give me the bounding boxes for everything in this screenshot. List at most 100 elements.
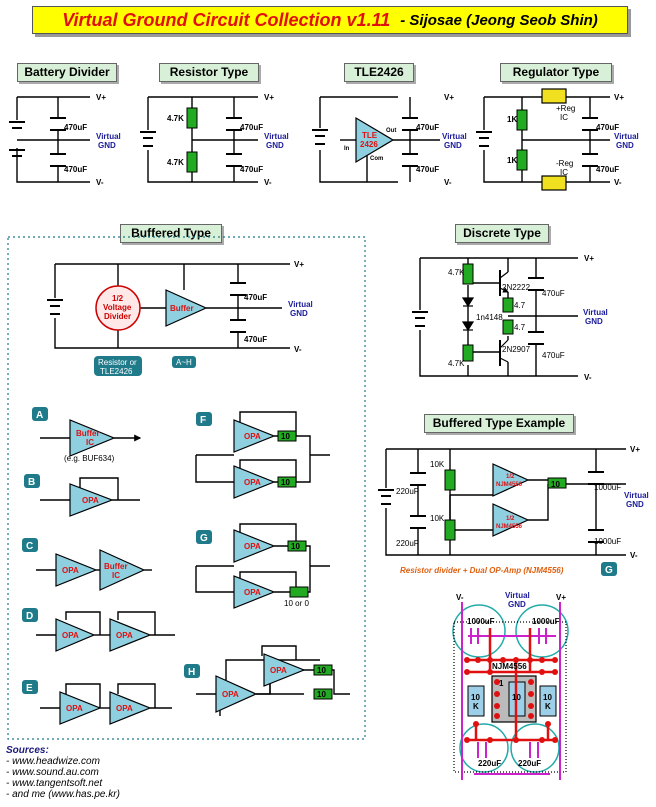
variant-badge — [24, 474, 40, 488]
source-item: - www.headwize.com — [6, 756, 100, 767]
vgnd-label: Virtual — [624, 491, 649, 500]
vminus-label: V- — [630, 551, 638, 560]
resistor-label: 10 — [317, 690, 326, 699]
resistor-label: 4.7K — [167, 114, 184, 123]
cap-label: 470uF — [240, 123, 263, 132]
variant-badge-label: F — [200, 415, 206, 426]
section-battery-divider: Battery Divider — [17, 63, 117, 82]
transistor-label: 2N2907 — [502, 345, 531, 354]
pcb-resistor-label: 10 — [512, 693, 521, 702]
reg-label: -Reg — [556, 159, 573, 168]
pcb-vplus-label: V+ — [556, 593, 566, 602]
vminus-label: V- — [96, 178, 104, 187]
variant-badge — [32, 407, 48, 421]
buffer-ic-label: Buffer — [76, 429, 100, 438]
variant-badge — [196, 530, 212, 544]
vgnd-label: GND — [444, 141, 462, 150]
example-badge — [601, 562, 617, 576]
vplus-label: V+ — [584, 254, 594, 263]
buffer-ic-example: (e.g. BUF634) — [64, 454, 115, 463]
opa-label: OPA — [62, 631, 79, 640]
section-buffered-type: Buffered Type — [120, 224, 222, 243]
vgnd-label: Virtual — [583, 308, 608, 317]
buffer-ic-label: IC — [112, 571, 120, 580]
vgnd-label: Virtual — [614, 132, 639, 141]
title-author: - Sijosae (Jeong Seob Shin) — [400, 11, 598, 29]
variant-badge — [184, 664, 200, 678]
resistor-label: 4.7 — [514, 301, 526, 310]
tle-label: 2426 — [360, 140, 378, 149]
resistor-label: 10 — [281, 478, 290, 487]
variant-badge — [22, 680, 38, 694]
resistor-label: 10K — [430, 460, 445, 469]
resistor-label: 10K — [430, 514, 445, 523]
variant-badge — [22, 608, 38, 622]
resistor-label: 4.7K — [167, 158, 184, 167]
resistor-label: 10 — [291, 542, 300, 551]
cap-label: 470uF — [416, 123, 439, 132]
pcb-vgnd-label: Virtual — [505, 591, 530, 600]
tle-pin-label: Com — [370, 156, 383, 162]
resistor-or-badge: TLE2426 — [100, 367, 133, 376]
resistor-label: 10 — [281, 432, 290, 441]
vminus-label: V- — [584, 373, 592, 382]
vplus-label: V+ — [294, 260, 304, 269]
variant-badge — [22, 538, 38, 552]
source-item: - www.sound.au.com — [6, 767, 99, 778]
example-caption: Resistor divider + Dual OP-Amp (NJM4556) — [400, 566, 564, 575]
vgnd-label: GND — [616, 141, 634, 150]
njm-label: 1/2 — [506, 474, 515, 480]
pcb-resistor-label: K — [473, 702, 479, 711]
vplus-label: V+ — [96, 93, 106, 102]
pcb-njm-label: NJM4556 — [492, 662, 527, 671]
vminus-label: V- — [444, 178, 452, 187]
cap-label: 470uF — [240, 165, 263, 174]
title-main: Virtual Ground Circuit Collection v1.11 — [62, 9, 391, 30]
vplus-label: V+ — [264, 93, 274, 102]
vgnd-label: GND — [266, 141, 284, 150]
a-h-badge: A~H — [176, 358, 192, 367]
reg-label: +Reg — [556, 104, 575, 113]
reg-label: IC — [560, 168, 568, 177]
buffer-ic-label: IC — [86, 438, 94, 447]
source-item: - and me (www.has.pe.kr) — [6, 789, 120, 800]
pcb-vgnd-label: GND — [508, 600, 526, 609]
vgnd-label: GND — [98, 141, 116, 150]
variant-badge-label: E — [26, 683, 33, 694]
pcb-pin1-label: 1 — [499, 679, 504, 688]
resistor-label: 4.7 — [514, 323, 526, 332]
opa-label: OPA — [244, 588, 261, 597]
cap-label: 220uF — [396, 539, 419, 548]
buffer-label: Buffer — [170, 304, 194, 313]
resistor-label: 10 — [551, 480, 560, 489]
njm-label: NJM4556 — [496, 482, 523, 488]
resistor-label: 1K — [507, 115, 517, 124]
vplus-label: V+ — [444, 93, 454, 102]
buffer-ic-label: Buffer — [104, 562, 128, 571]
opa-label: OPA — [116, 704, 133, 713]
opa-label: OPA — [82, 496, 99, 505]
section-regulator-type: Regulator Type — [500, 63, 612, 82]
cap-label: 1000uF — [594, 537, 621, 546]
resistor-label: 4.7K — [448, 268, 465, 277]
pcb-resistor-label: 10 — [471, 693, 480, 702]
vgnd-label: GND — [290, 309, 308, 318]
resistor-label: 10 — [317, 666, 326, 675]
njm-label: 1/2 — [506, 516, 515, 522]
resistor-label: 4.7K — [448, 359, 465, 368]
resistor-label: 1K — [507, 156, 517, 165]
variant-badge-label: D — [26, 611, 33, 622]
source-item: - www.tangentsoft.net — [6, 778, 103, 789]
njm-label: NJM4556 — [496, 524, 523, 530]
cap-label: 470uF — [596, 165, 619, 174]
pcb-resistor-label: K — [545, 702, 551, 711]
opa-label: OPA — [270, 666, 287, 675]
transistor-label: 2N2222 — [502, 283, 531, 292]
vplus-label: V+ — [614, 93, 624, 102]
pcb-vminus-label: V- — [456, 593, 464, 602]
vgnd-label: Virtual — [288, 300, 313, 309]
section-buffered-type-example: Buffered Type Example — [424, 414, 574, 433]
divider-label: Divider — [104, 312, 131, 321]
cap-label: 470uF — [64, 123, 87, 132]
